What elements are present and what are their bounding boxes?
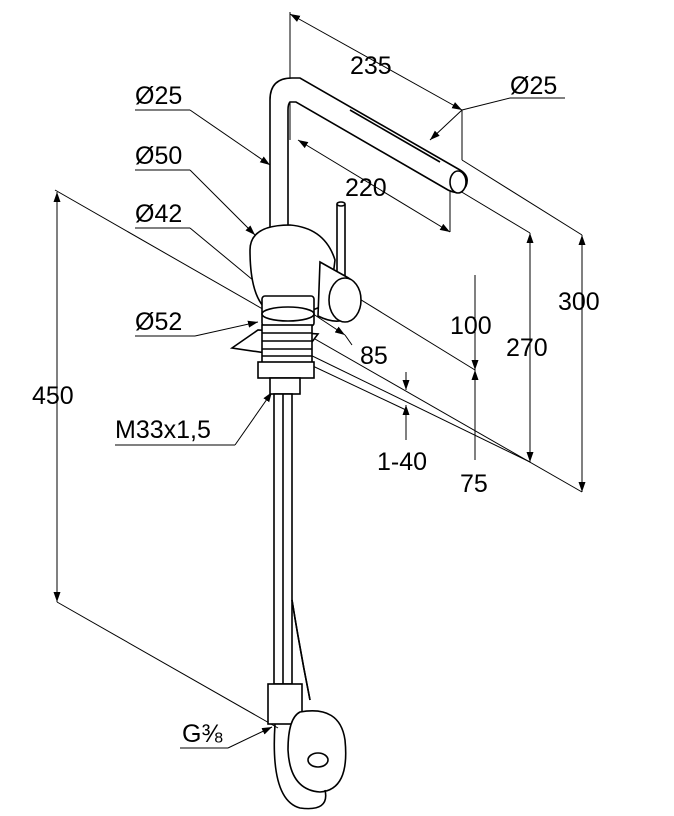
dim-450-label: 450 [32, 382, 74, 410]
dim-dia25-spout-label: Ø25 [135, 82, 182, 110]
dim-dia25-tip-label: Ø25 [510, 72, 557, 100]
dim-220-label: 220 [345, 174, 387, 202]
dim-dia52-label: Ø52 [135, 308, 182, 336]
faucet-illustration [229, 77, 468, 810]
dim-85-label: 85 [360, 342, 388, 370]
dim-75-label: 75 [460, 470, 488, 498]
dim-1-40-label: 1-40 [377, 448, 427, 476]
connection-label: G⅜ [182, 720, 222, 748]
thread-label: M33x1,5 [115, 416, 211, 444]
dimension-lines [53, 12, 586, 749]
dim-100-label: 100 [450, 312, 492, 340]
dim-dia42-label: Ø42 [135, 200, 182, 228]
dim-300-label: 300 [558, 288, 600, 316]
dim-235-label: 235 [350, 52, 392, 80]
dim-270-label: 270 [506, 334, 548, 362]
dim-dia50-label: Ø50 [135, 142, 182, 170]
